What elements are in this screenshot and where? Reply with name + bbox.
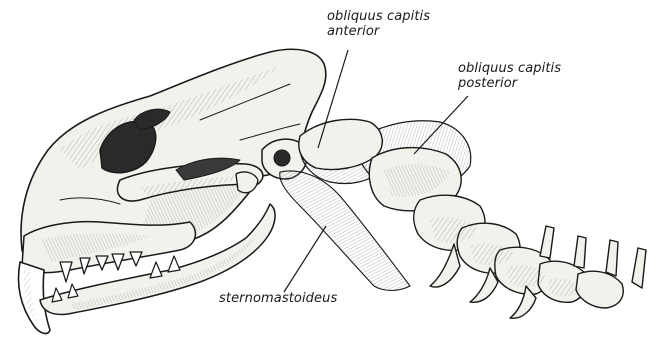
leader-sternomastoideus — [284, 226, 326, 292]
label-obliquus-capitis-anterior: obliquus capitis anterior — [327, 9, 430, 39]
label-oca-line1: obliquus capitis — [327, 9, 430, 24]
vertebra-c7 — [576, 271, 623, 308]
label-obliquus-capitis-posterior: obliquus capitis posterior — [458, 61, 561, 91]
label-sternomastoideus: sternomastoideus — [219, 291, 337, 306]
label-ocp-line2: posterior — [458, 76, 561, 91]
label-oca-line2: anterior — [327, 24, 430, 39]
label-ocp-line1: obliquus capitis — [458, 61, 561, 76]
